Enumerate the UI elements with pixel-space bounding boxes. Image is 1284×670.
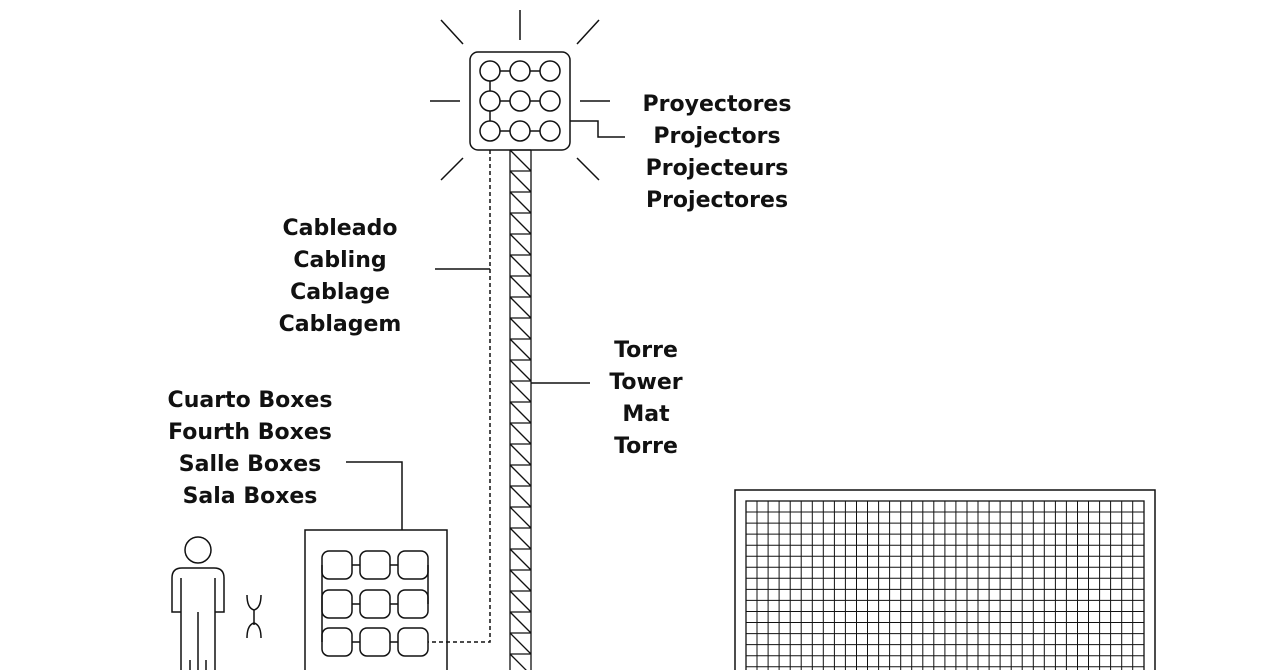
tower-label-pt: Torre	[614, 434, 678, 459]
box-icon	[359, 550, 391, 580]
tower-brace	[509, 233, 532, 256]
light-rays	[430, 10, 610, 181]
tower-label-en: Tower	[609, 370, 682, 395]
tower-brace	[509, 275, 532, 298]
tower-brace	[509, 212, 532, 235]
tower-brace	[509, 149, 532, 172]
box-icon	[397, 589, 429, 619]
cabling-label-es: Cableado	[283, 216, 398, 241]
tower-label-fr: Mat	[622, 402, 670, 427]
lamp-icon	[479, 90, 501, 112]
cabling-label-en: Cabling	[293, 248, 386, 273]
tower-brace	[509, 443, 532, 466]
height-marker-icon	[246, 594, 262, 639]
lamp-icon	[539, 90, 561, 112]
projectors-label-pt: Projectores	[646, 188, 788, 213]
box-icon	[321, 550, 353, 580]
tower-brace	[509, 296, 532, 319]
boxes-label-en: Fourth Boxes	[168, 420, 332, 445]
tower-brace	[509, 506, 532, 529]
tower-brace	[509, 422, 532, 445]
projectors-label-es: Proyectores	[643, 92, 792, 117]
tower-brace	[509, 569, 532, 592]
boxes-label-es: Cuarto Boxes	[168, 388, 333, 413]
cabling-label-pt: Cablagem	[279, 312, 402, 337]
lamp-icon	[539, 120, 561, 142]
tower-brace	[509, 548, 532, 571]
tower-label-es: Torre	[614, 338, 678, 363]
projectors-label-fr: Projecteurs	[646, 156, 789, 181]
box-icon	[359, 627, 391, 657]
tower-brace	[509, 191, 532, 214]
tower-label: Torre Tower Mat Torre	[609, 338, 682, 459]
tower-brace	[509, 485, 532, 508]
boxes-leader-line	[346, 461, 403, 530]
box-icon	[359, 589, 391, 619]
lamp-icon	[539, 60, 561, 82]
lamp-icon	[509, 60, 531, 82]
field-grid	[734, 489, 1156, 670]
person-icon	[171, 536, 225, 670]
tower-brace	[509, 611, 532, 634]
lamp-icon	[509, 120, 531, 142]
box-icon	[321, 589, 353, 619]
cabling-label-fr: Cablage	[290, 280, 390, 305]
tower-brace	[509, 380, 532, 403]
tower-brace	[509, 170, 532, 193]
tower-brace	[509, 338, 532, 361]
tower-brace	[509, 632, 532, 655]
projector-head	[469, 51, 571, 151]
boxes-label-fr: Salle Boxes	[179, 452, 321, 477]
projectors-leader-line	[570, 120, 625, 138]
tower-brace	[509, 590, 532, 613]
cabling-dashed-line	[428, 150, 491, 643]
projectors-label-en: Projectors	[653, 124, 780, 149]
lamp-icon	[479, 60, 501, 82]
tower-brace	[509, 317, 532, 340]
box-icon	[397, 627, 429, 657]
tower-brace	[509, 359, 532, 382]
boxes-room	[304, 529, 448, 670]
tower-brace	[509, 401, 532, 424]
tower-lattice	[509, 149, 532, 670]
tower-brace	[509, 527, 532, 550]
boxes-label: Cuarto Boxes Fourth Boxes Salle Boxes Sa…	[168, 388, 333, 509]
cabling-label: Cableado Cabling Cablage Cablagem	[279, 216, 402, 337]
box-icon	[397, 550, 429, 580]
projectors-label: Proyectores Projectors Projecteurs Proje…	[643, 92, 792, 213]
tower-brace	[509, 464, 532, 487]
tower-brace	[509, 254, 532, 277]
lamp-icon	[479, 120, 501, 142]
lamp-icon	[509, 90, 531, 112]
boxes-label-pt: Sala Boxes	[183, 484, 318, 509]
tower-brace	[509, 653, 527, 670]
box-icon	[321, 627, 353, 657]
